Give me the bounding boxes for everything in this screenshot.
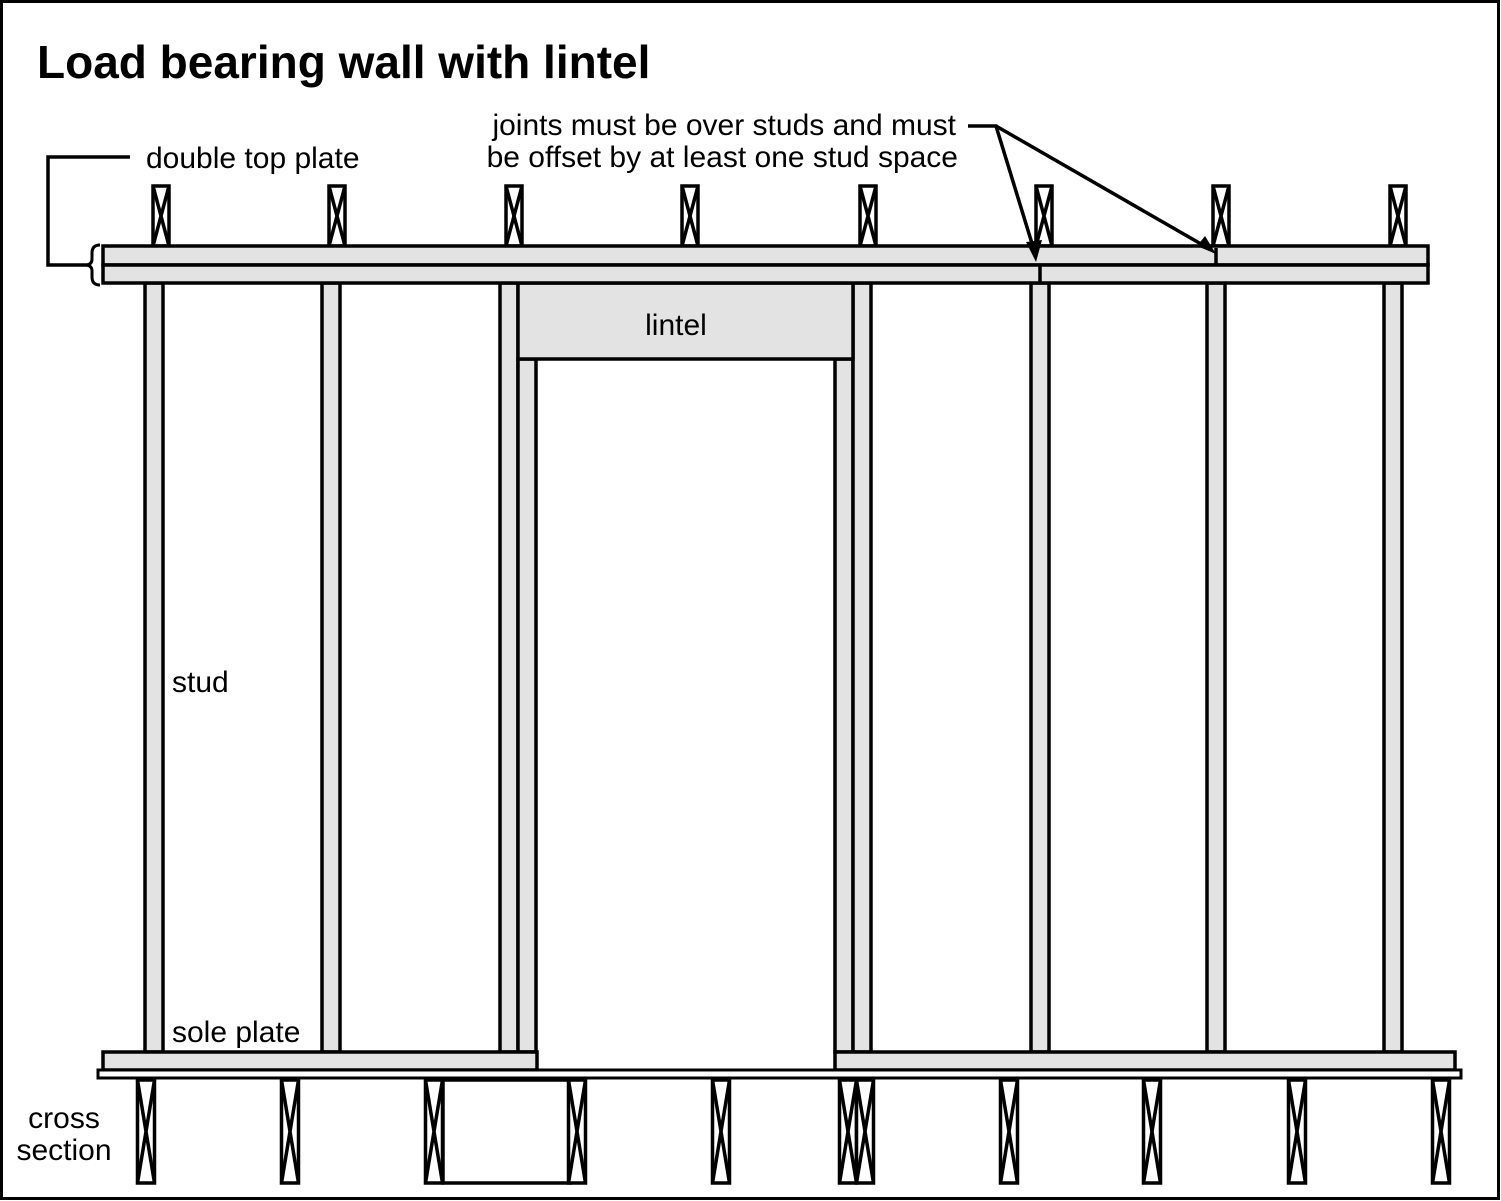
joints-label-line2: be offset by at least one stud space xyxy=(487,141,958,174)
joints-label-line1: joints must be over studs and must xyxy=(491,109,956,142)
top-plate-lower xyxy=(101,263,1430,285)
stud xyxy=(851,281,873,1054)
stud-label: stud xyxy=(172,666,229,699)
stud-section-cross xyxy=(710,1079,732,1184)
stud-section-cross xyxy=(327,185,347,247)
stud-cross-section xyxy=(135,1078,157,1185)
stud-section-cross xyxy=(858,185,878,247)
stud-cross-section xyxy=(858,184,878,248)
bottom-cross-sections xyxy=(135,1078,1452,1185)
arrowhead-icon xyxy=(1197,236,1216,254)
sole-plate-right xyxy=(833,1050,1457,1072)
stud-cross-section xyxy=(680,184,700,248)
stud xyxy=(143,281,165,1054)
sole-plate-label: sole plate xyxy=(172,1016,300,1049)
sole-plate-left xyxy=(101,1050,539,1072)
lintel-label: lintel xyxy=(645,309,707,342)
stud-cross-section xyxy=(327,184,347,248)
stud-section-cross xyxy=(837,1079,859,1184)
stud-section-cross xyxy=(151,185,171,247)
stud-section-cross xyxy=(1388,185,1408,247)
stud xyxy=(833,357,855,1054)
stud-section-cross xyxy=(1034,185,1054,247)
stud-cross-section xyxy=(1141,1078,1163,1185)
stud-cross-section xyxy=(854,1078,876,1185)
lintel xyxy=(516,281,855,361)
stud-section-cross xyxy=(1430,1079,1452,1184)
stud xyxy=(1029,281,1051,1054)
stud-section-cross xyxy=(423,1079,445,1184)
cross-section-label-line2: section xyxy=(16,1134,111,1167)
stud-section-cross xyxy=(998,1079,1020,1184)
top-cross-sections xyxy=(151,184,1408,248)
double-top-plate-label: double top plate xyxy=(146,142,360,175)
stud-cross-section xyxy=(566,1078,588,1185)
stud xyxy=(498,281,520,1054)
stud-section-cross xyxy=(854,1079,876,1184)
stud-section-cross xyxy=(135,1079,157,1184)
stud-cross-section xyxy=(151,184,171,248)
top-plate-upper xyxy=(101,244,1430,267)
brace-icon xyxy=(86,243,101,287)
stud-cross-section xyxy=(998,1078,1020,1185)
diagram-title: Load bearing wall with lintel xyxy=(37,36,650,88)
cross-section-label-line1: cross xyxy=(28,1102,100,1135)
stud-cross-section xyxy=(837,1078,859,1185)
stud-cross-section xyxy=(279,1078,301,1185)
stud-cross-section xyxy=(423,1078,445,1185)
stud xyxy=(516,357,538,1054)
stud-section-cross xyxy=(279,1079,301,1184)
stud xyxy=(1205,281,1227,1054)
stud-cross-section xyxy=(504,184,524,248)
stud-section-cross xyxy=(1211,185,1231,247)
stud-section-cross xyxy=(1286,1079,1308,1184)
joints-leader xyxy=(968,124,1209,251)
stud-section-cross xyxy=(504,185,524,247)
stud-section-cross xyxy=(680,185,700,247)
door-header-section xyxy=(441,1078,572,1185)
stud-cross-section xyxy=(710,1078,732,1185)
stud-cross-section xyxy=(1211,184,1231,248)
stud-cross-section xyxy=(1388,184,1408,248)
stud-cross-section xyxy=(1430,1078,1452,1185)
stud-section-cross xyxy=(1141,1079,1163,1184)
stud-cross-section xyxy=(1286,1078,1308,1185)
stud xyxy=(1382,281,1404,1054)
floor-line xyxy=(96,1068,1463,1080)
double-top-plate-leader xyxy=(46,155,130,267)
stud-section-cross xyxy=(566,1079,588,1184)
stud-cross-section xyxy=(1034,184,1054,248)
arrowhead-icon xyxy=(1026,240,1042,262)
stud xyxy=(320,281,342,1054)
